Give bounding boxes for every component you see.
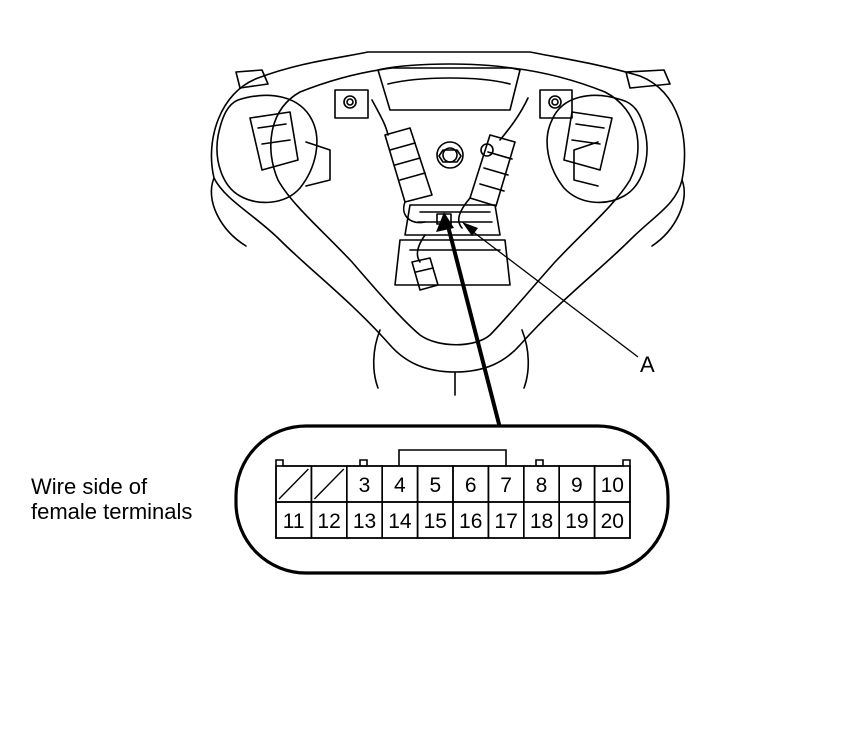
terminal-number: 10 (601, 474, 624, 497)
terminal-number: 19 (565, 510, 588, 533)
caption-line-2: female terminals (31, 499, 193, 524)
steering-column (372, 329, 381, 389)
center-bolt (436, 141, 464, 169)
terminal-number: 15 (424, 510, 447, 533)
connector-caption: Wire side of female terminals (31, 474, 192, 524)
wheel-hub-outline (210, 51, 686, 373)
terminal-number: 9 (571, 474, 583, 497)
terminal-number: 11 (283, 510, 305, 533)
small-dangling-connector (411, 257, 439, 291)
connector-pointer-arrow (436, 212, 502, 429)
terminal-number: 4 (394, 474, 406, 497)
terminal-number: 17 (494, 510, 517, 533)
steering-wheel-illustration (210, 51, 686, 396)
terminal-number: 8 (536, 474, 548, 497)
terminal-number: 6 (465, 474, 477, 497)
wheel-inner-contour (269, 67, 639, 346)
harness-socket-area (404, 204, 501, 236)
callout-a-leader (462, 222, 639, 358)
terminal-number: 16 (459, 510, 482, 533)
terminal-number: 14 (388, 510, 412, 533)
terminal-number: 7 (500, 474, 512, 497)
right-switch-panel (546, 94, 648, 204)
unused-terminal-slash (313, 468, 345, 500)
terminal-number: 12 (317, 510, 340, 533)
caption-line-1: Wire side of (31, 474, 148, 499)
connector-lock-tab (398, 449, 507, 466)
terminal-number: 13 (353, 510, 376, 533)
terminal-cell (593, 501, 631, 539)
callout-a-label: A (640, 352, 655, 377)
terminal-number: 20 (601, 510, 624, 533)
terminal-number: 3 (359, 474, 371, 497)
left-switch-panel (216, 94, 318, 204)
terminal-number: 18 (530, 510, 553, 533)
center-cavity (377, 63, 521, 111)
right-harness-connector (469, 134, 516, 207)
terminal-number: 5 (429, 474, 441, 497)
unused-terminal-slash (278, 468, 309, 500)
left-harness-connector (384, 127, 433, 203)
